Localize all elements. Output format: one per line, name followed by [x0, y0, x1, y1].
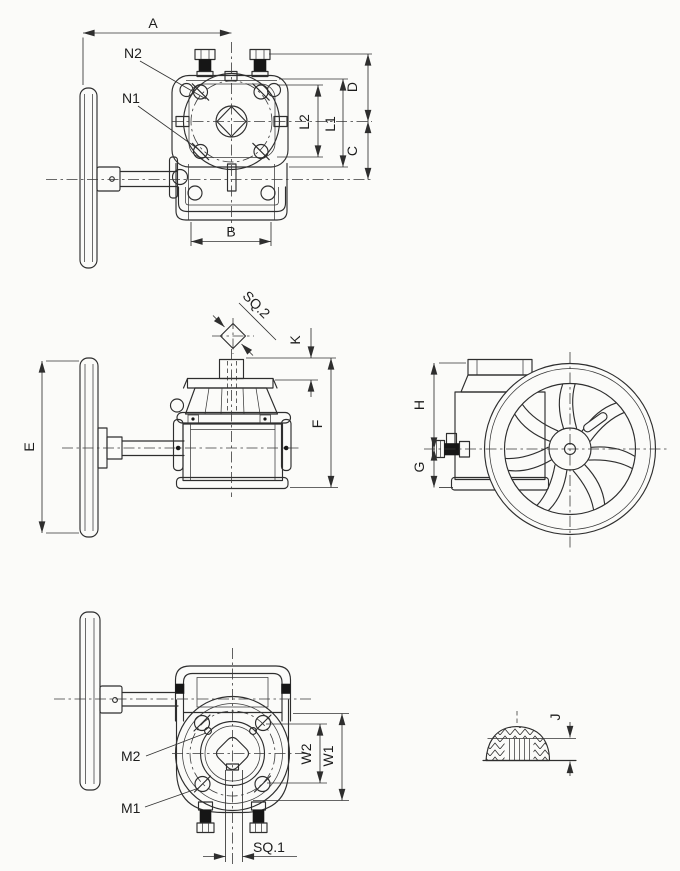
gearbox-side-body [169, 358, 292, 490]
wheel-handle-pin [583, 412, 608, 433]
bottom-screws [193, 714, 272, 793]
handwheel-profile-side [79, 357, 185, 538]
dim-label-l1: L1 [322, 116, 338, 132]
callout-label-n2: N2 [124, 45, 142, 61]
dim-label-c: C [344, 146, 360, 156]
dim-label-w1: W1 [320, 745, 336, 766]
dim-label-d: D [344, 82, 360, 92]
dim-label-a: A [148, 15, 158, 31]
rear-view: H G [411, 352, 668, 548]
callout-label-m2: M2 [121, 748, 141, 764]
top-bolts [194, 48, 271, 78]
front-view: A N2 N1 D C L1 L2 B [46, 15, 372, 269]
callout-label-m1: M1 [121, 800, 141, 816]
dim-label-e: E [21, 442, 37, 451]
bottom-view-dimensions: M2 M1 W2 W1 SQ.1 [121, 713, 349, 862]
dim-label-f: F [309, 420, 325, 429]
gearbox-bottom-body [174, 665, 292, 834]
rear-view-dimensions: H G [411, 362, 466, 488]
dim-label-h: H [411, 400, 427, 410]
dim-label-k: K [287, 335, 303, 345]
side-view-dimensions: E SQ.2 K F [21, 288, 338, 534]
wheel-rim [483, 363, 657, 535]
bottom-view: M2 M1 W2 W1 SQ.1 [54, 611, 349, 866]
dim-label-w2: W2 [298, 743, 314, 764]
dim-label-b: B [226, 224, 235, 240]
handwheel-profile [79, 87, 178, 269]
square-drive-bore [216, 105, 247, 138]
dim-label-l2: L2 [296, 114, 312, 130]
square-broach-bore [215, 736, 250, 771]
dim-label-sq1: SQ.1 [253, 839, 285, 855]
cap-detail-dimensions: J [547, 714, 574, 776]
stem-square-detail [212, 318, 254, 354]
front-view-dimensions: A N2 N1 D C L1 L2 B [82, 15, 372, 246]
bottom-bolts [196, 801, 268, 834]
dim-label-sq2: SQ.2 [240, 288, 274, 322]
cap-insert [504, 738, 534, 761]
cap-detail-view: J [482, 711, 577, 776]
dim-label-g: G [411, 462, 427, 473]
dim-label-j: J [547, 714, 563, 721]
handwheel-profile-bottom [79, 611, 179, 791]
cover-screws [191, 83, 270, 161]
callout-label-n1: N1 [122, 90, 140, 106]
gearbox-front-body [168, 70, 289, 221]
side-view: E SQ.2 K F [21, 288, 338, 538]
